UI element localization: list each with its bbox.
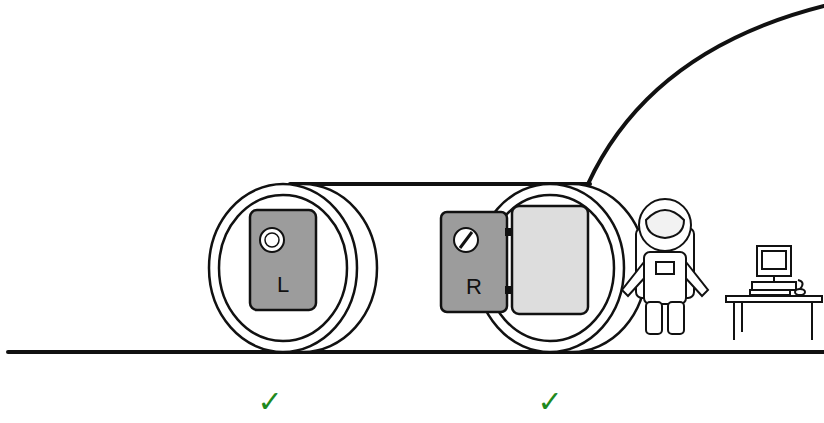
mouse-cable [798,280,803,289]
porthole-glass [265,233,279,247]
astronaut [622,199,708,334]
porthole [454,228,478,252]
door-closed [250,210,316,310]
leg [668,302,684,334]
check-mark: ✓ [537,387,562,417]
porthole [260,228,284,252]
chamber-face [209,184,357,352]
computer-base [752,282,796,290]
computer-desk [726,246,822,340]
door-letter: L [277,274,289,310]
door-node: L [250,210,316,310]
monitor [757,246,791,276]
suit-body [644,252,686,304]
door-opening [512,206,588,314]
keyboard [750,290,790,295]
monitor-screen [762,251,786,269]
hinge [505,228,513,236]
door-node: R [441,212,507,312]
door-open [441,212,507,312]
visor [646,210,684,238]
porthole-glint [460,232,472,248]
chest-panel [656,262,674,274]
hinge [505,286,513,294]
leg [646,302,662,334]
desk-leg [733,302,735,340]
desk-leg [741,302,743,332]
door-letter: R [466,276,482,312]
dome-curve [588,6,824,184]
chamber-ring [219,195,347,341]
check-mark: ✓ [257,387,282,417]
desk-top [726,296,822,302]
helmet [639,199,691,251]
ground-line [8,350,824,354]
monitor-stand [773,276,775,282]
mouse [795,289,805,295]
desk-leg [811,302,813,340]
